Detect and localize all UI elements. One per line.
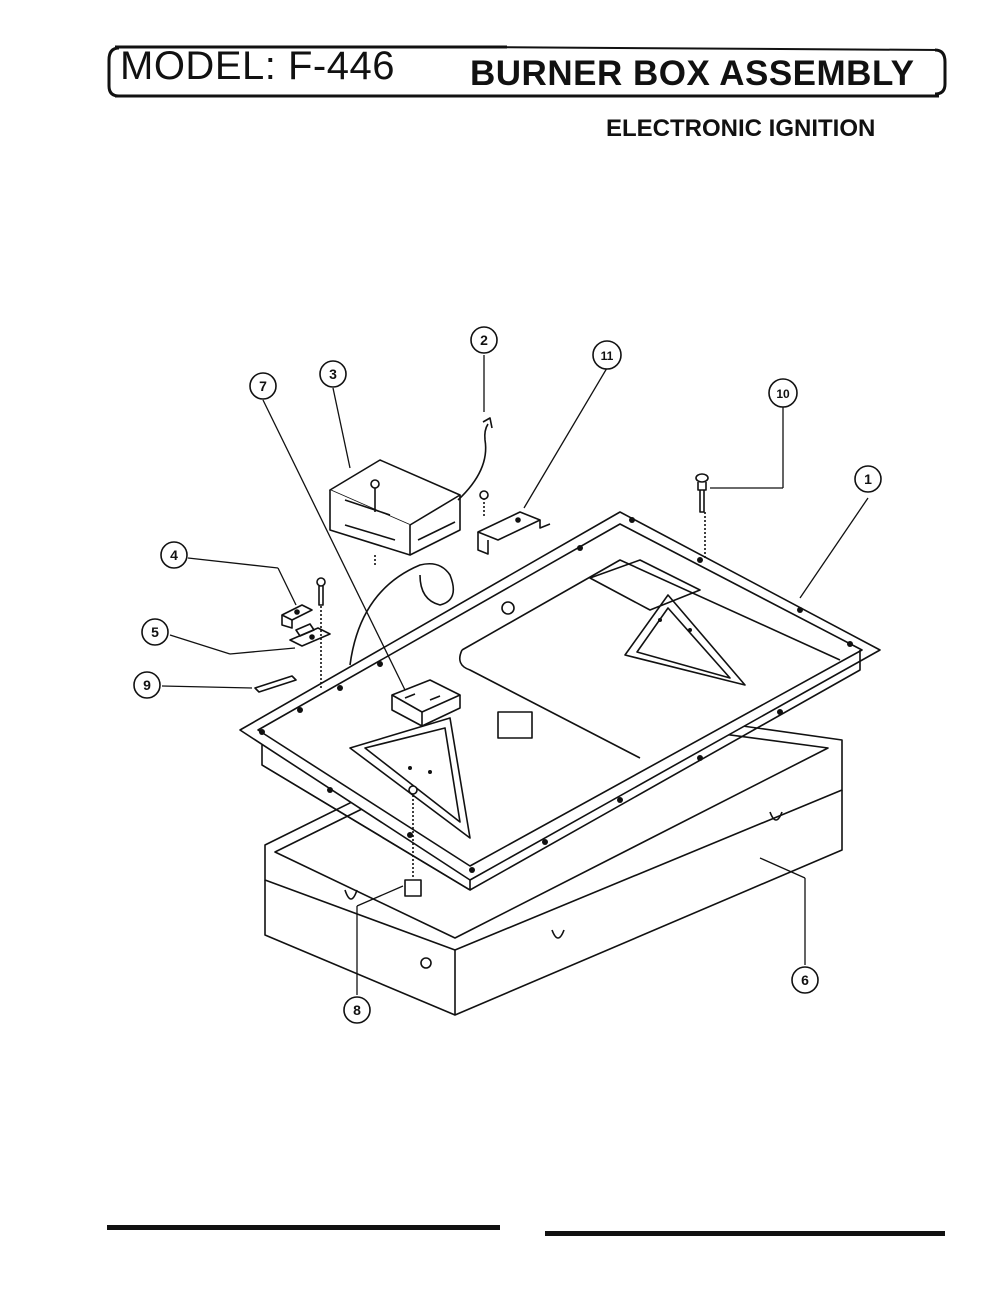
callout-4: 4 xyxy=(160,541,188,569)
callout-10-label: 10 xyxy=(776,387,790,401)
burner-plate xyxy=(239,511,881,891)
footer-rule-left xyxy=(107,1225,500,1230)
electrode-assembly xyxy=(391,679,461,727)
callout-5-label: 5 xyxy=(151,624,159,640)
gas-fitting xyxy=(404,785,422,897)
callout-2-label: 2 xyxy=(480,332,488,348)
callout-7: 7 xyxy=(249,372,277,400)
header-frame xyxy=(107,45,947,98)
wire-harness xyxy=(349,417,493,666)
callout-7-label: 7 xyxy=(259,378,267,394)
callout-6: 6 xyxy=(791,966,819,994)
clip-screw xyxy=(316,577,326,690)
page-title: BURNER BOX ASSEMBLY xyxy=(470,54,915,93)
bracket-clip xyxy=(281,604,313,629)
callout-3-label: 3 xyxy=(329,366,337,382)
hold-down-screw xyxy=(695,473,709,560)
callout-9-label: 9 xyxy=(143,677,151,693)
model-label: MODEL: F-446 xyxy=(120,44,395,88)
callout-8: 8 xyxy=(343,996,371,1024)
mounting-bracket xyxy=(477,490,551,555)
callout-3: 3 xyxy=(319,360,347,388)
footer-rule-right xyxy=(545,1231,945,1236)
callout-4-label: 4 xyxy=(170,547,178,563)
callout-11-label: 11 xyxy=(601,349,614,363)
insulator-strip xyxy=(254,675,297,693)
ignition-module xyxy=(329,459,461,565)
callout-10: 10 xyxy=(768,378,798,408)
callout-1: 1 xyxy=(854,465,882,493)
callout-5: 5 xyxy=(141,618,169,646)
callout-2: 2 xyxy=(470,326,498,354)
callout-11: 11 xyxy=(592,340,622,370)
callout-8-label: 8 xyxy=(353,1002,361,1018)
leader-lines xyxy=(161,355,869,995)
callout-9: 9 xyxy=(133,671,161,699)
callout-1-label: 1 xyxy=(864,471,872,487)
page-subtitle: ELECTRONIC IGNITION xyxy=(606,115,876,142)
mounting-clip xyxy=(289,623,331,647)
callout-6-label: 6 xyxy=(801,972,809,988)
